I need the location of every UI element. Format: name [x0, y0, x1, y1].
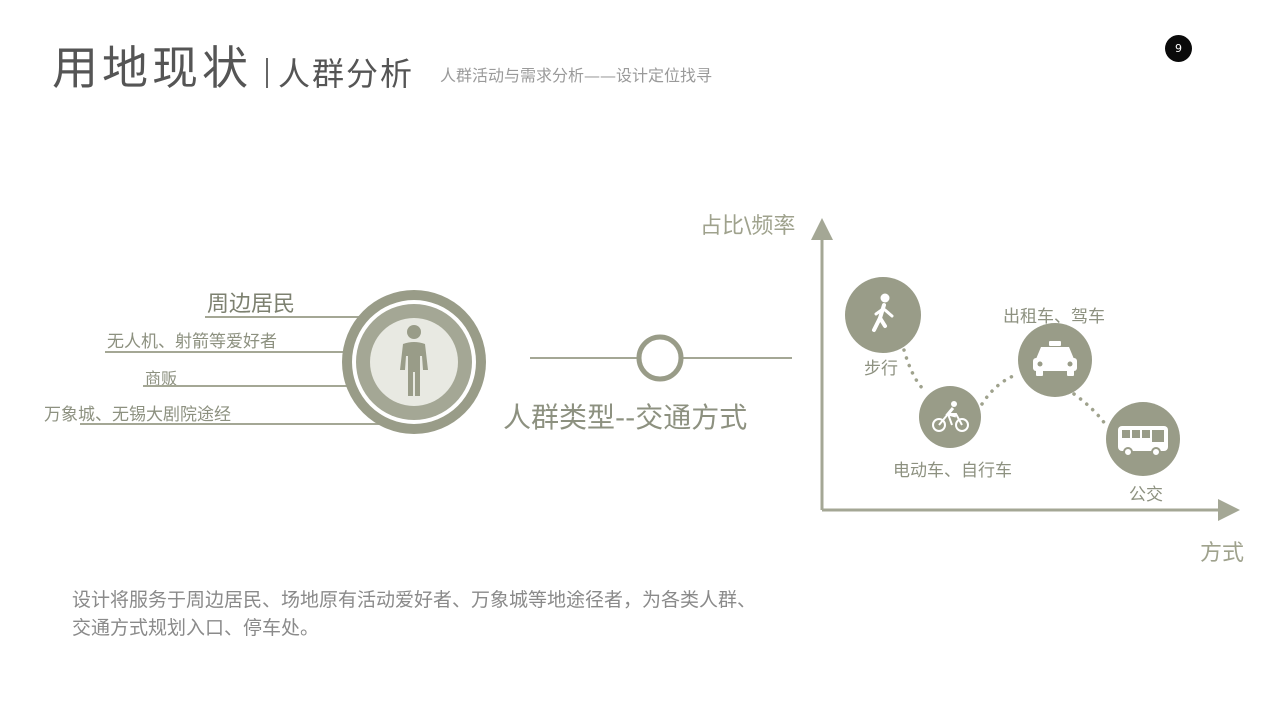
y-axis-arrow	[811, 218, 833, 240]
connector-line	[530, 334, 792, 382]
connector-ring	[636, 334, 684, 382]
mode-label-walking: 步行	[864, 359, 898, 379]
crowd-group-label: 商贩	[145, 369, 178, 388]
walking-icon	[872, 293, 894, 332]
page-title: 用地现状	[52, 41, 252, 95]
mode-label-taxi: 出租车、驾车	[1003, 307, 1105, 327]
page-caption: 人群活动与需求分析——设计定位找寻	[440, 66, 713, 85]
mode-label-bus: 公交	[1129, 485, 1163, 505]
center-caption: 人群类型--交通方式	[503, 401, 748, 434]
bicycle-node	[919, 386, 981, 448]
x-axis-arrow	[1218, 499, 1240, 521]
page-subtitle: 人群分析	[278, 55, 415, 93]
crowd-group-line	[80, 423, 380, 425]
bus-icon	[1118, 426, 1168, 457]
transport-chart	[811, 218, 1240, 521]
crowd-group-line	[105, 351, 350, 353]
crowd-group-line	[143, 385, 348, 387]
mode-label-bicycle: 电动车、自行车	[893, 461, 1012, 481]
crowd-main-underline	[205, 316, 365, 318]
y-axis-label: 占比\频率	[700, 214, 796, 239]
title-divider	[266, 58, 268, 88]
walking-node	[845, 277, 921, 353]
crowd-group-label: 万象城、无锡大剧院途经	[44, 405, 231, 425]
taxi-node	[1018, 323, 1092, 397]
page-number-badge: 9	[1165, 35, 1192, 62]
taxi-icon	[1033, 341, 1077, 376]
description-text: 设计将服务于周边居民、场地原有活动爱好者、万象城等地途径者，为各类人群、交通方式…	[72, 589, 757, 639]
x-axis-label: 方式	[1200, 541, 1245, 566]
bicycle-icon	[932, 401, 969, 432]
crowd-circle	[342, 290, 486, 434]
person-icon	[400, 325, 428, 396]
bus-node	[1106, 402, 1180, 476]
trend-dots	[902, 348, 1110, 430]
crowd-group-label: 无人机、射箭等爱好者	[107, 332, 277, 352]
crowd-main-label: 周边居民	[207, 292, 296, 317]
